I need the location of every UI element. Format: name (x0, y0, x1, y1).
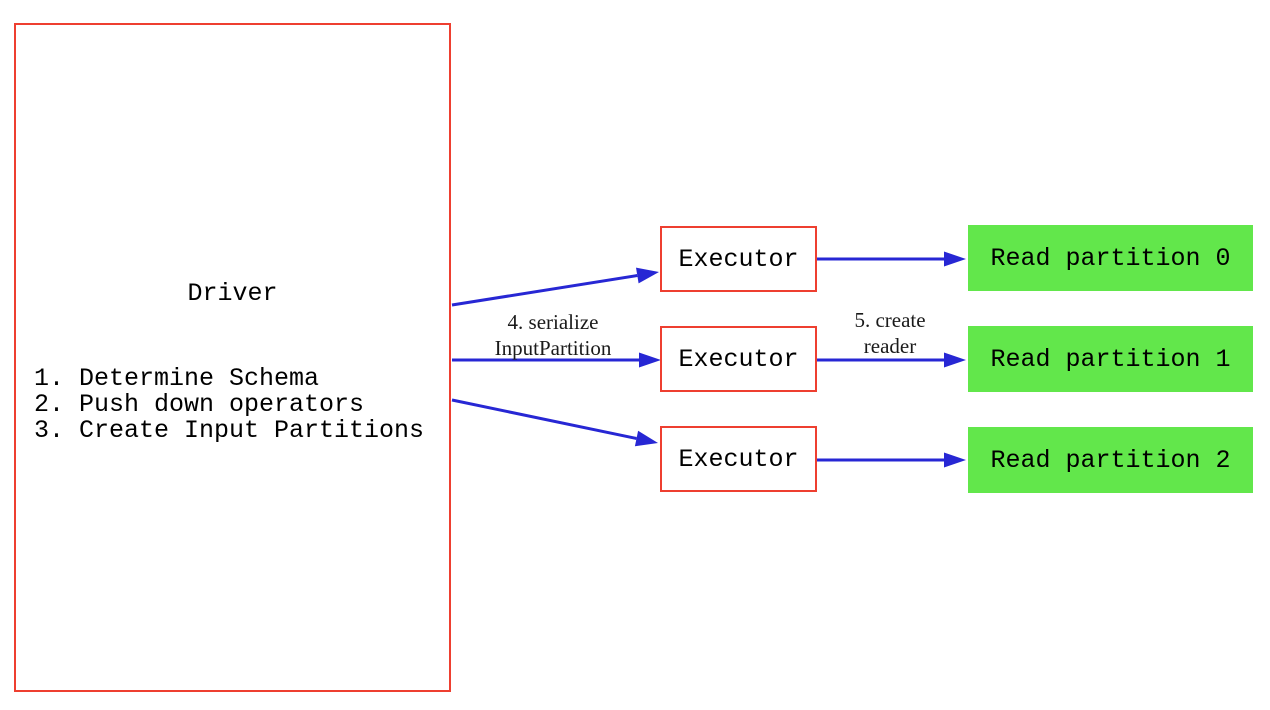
executor-label-0: Executor (678, 244, 799, 274)
arrow-driver-to-executor-0 (451, 267, 659, 307)
executor-box-0: Executor (660, 226, 817, 292)
arrow-head-icon (639, 352, 661, 368)
arrow-driver-to-executor-2 (451, 398, 658, 447)
arrow-head-icon (944, 452, 966, 468)
driver-step-3: 3. Create Input Partitions (34, 416, 425, 445)
executor-label-1: Executor (678, 344, 799, 374)
partition-label-1: Read partition 1 (990, 344, 1231, 374)
arrow-head-icon (944, 352, 966, 368)
driver-step-2: 2. Push down operators (34, 390, 365, 419)
edge-label-create-reader: 5. create reader (854, 308, 926, 358)
arrow-executor-2-to-partition-2 (817, 452, 966, 468)
driver-box: Driver 1. Determine Schema 2. Push down … (14, 23, 451, 692)
arrow-executor-1-to-partition-1 (817, 352, 966, 368)
arrow-head-icon (634, 430, 658, 447)
partition-box-1: Read partition 1 (968, 326, 1253, 392)
executor-label-2: Executor (678, 444, 799, 474)
executor-box-1: Executor (660, 326, 817, 392)
arrow-shaft (451, 274, 638, 307)
edge-label-serialize: 4. serialize InputPartition (494, 310, 612, 360)
partition-box-2: Read partition 2 (968, 427, 1253, 493)
arrow-executor-0-to-partition-0 (817, 251, 966, 267)
partition-box-0: Read partition 0 (968, 225, 1253, 291)
partition-label-0: Read partition 0 (990, 243, 1231, 273)
driver-steps: 1. Determine Schema 2. Push down operato… (34, 366, 424, 444)
arrow-head-icon (944, 251, 966, 267)
driver-step-1: 1. Determine Schema (34, 364, 320, 393)
arrow-shaft (451, 398, 637, 440)
arrow-driver-to-executor-1 (452, 352, 661, 368)
partition-label-2: Read partition 2 (990, 445, 1231, 475)
arrow-head-icon (636, 267, 659, 284)
executor-box-2: Executor (660, 426, 817, 492)
driver-title: Driver (187, 279, 278, 308)
